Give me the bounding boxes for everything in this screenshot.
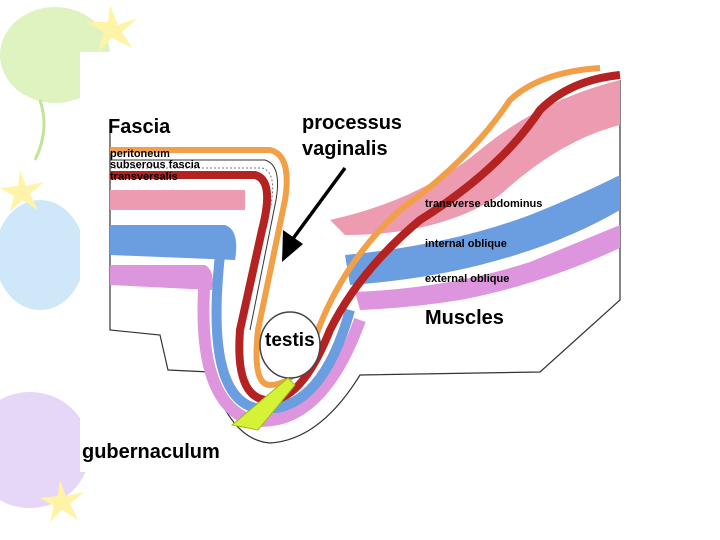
label-gubernaculum: gubernaculum [82, 441, 220, 463]
label-internal-oblique: internal oblique [425, 238, 507, 250]
label-external-oblique: external oblique [425, 273, 509, 285]
left-internal-oblique-layer [110, 225, 237, 260]
label-testis: testis [265, 330, 315, 351]
balloon-purple-shape [0, 392, 90, 508]
balloon-green-string [33, 99, 46, 161]
right-transverse-abdominus-layer [330, 80, 620, 235]
sparkle-yellow [86, 5, 138, 52]
gubernaculum-shape [230, 377, 296, 431]
left-external-oblique-layer [110, 265, 213, 290]
sparkle-yellow-2 [0, 170, 44, 212]
right-layers [330, 80, 620, 310]
label-subserous-fascia: subserous fascia [110, 159, 201, 171]
balloon-blue-shape [0, 200, 85, 310]
left-transverse-abdominus-layer [110, 190, 245, 210]
subserous-fascia-line [110, 167, 274, 211]
sparkle-yellow-3 [40, 480, 84, 522]
right-internal-oblique-layer [345, 175, 620, 285]
label-transverse-abdominus: transverse abdominus [425, 198, 542, 210]
processus-arrow [282, 166, 347, 262]
label-processus: processus [302, 112, 402, 134]
background-decoration [0, 5, 138, 522]
arrow-shaft [290, 166, 347, 242]
label-transversalis: transversalis [110, 171, 178, 183]
label-muscles: Muscles [425, 307, 504, 329]
left-layers [110, 190, 245, 290]
peritoneum-sheath [110, 65, 601, 389]
testis-shape [259, 311, 321, 379]
transversalis-sheath [110, 71, 621, 405]
arrow-head-icon [282, 230, 303, 262]
label-peritoneum: peritoneum [110, 148, 170, 160]
right-external-oblique-layer [355, 225, 620, 310]
label-fascia: Fascia [108, 116, 171, 138]
label-vaginalis: vaginalis [302, 138, 388, 160]
peritoneum-inner-line [110, 159, 279, 331]
